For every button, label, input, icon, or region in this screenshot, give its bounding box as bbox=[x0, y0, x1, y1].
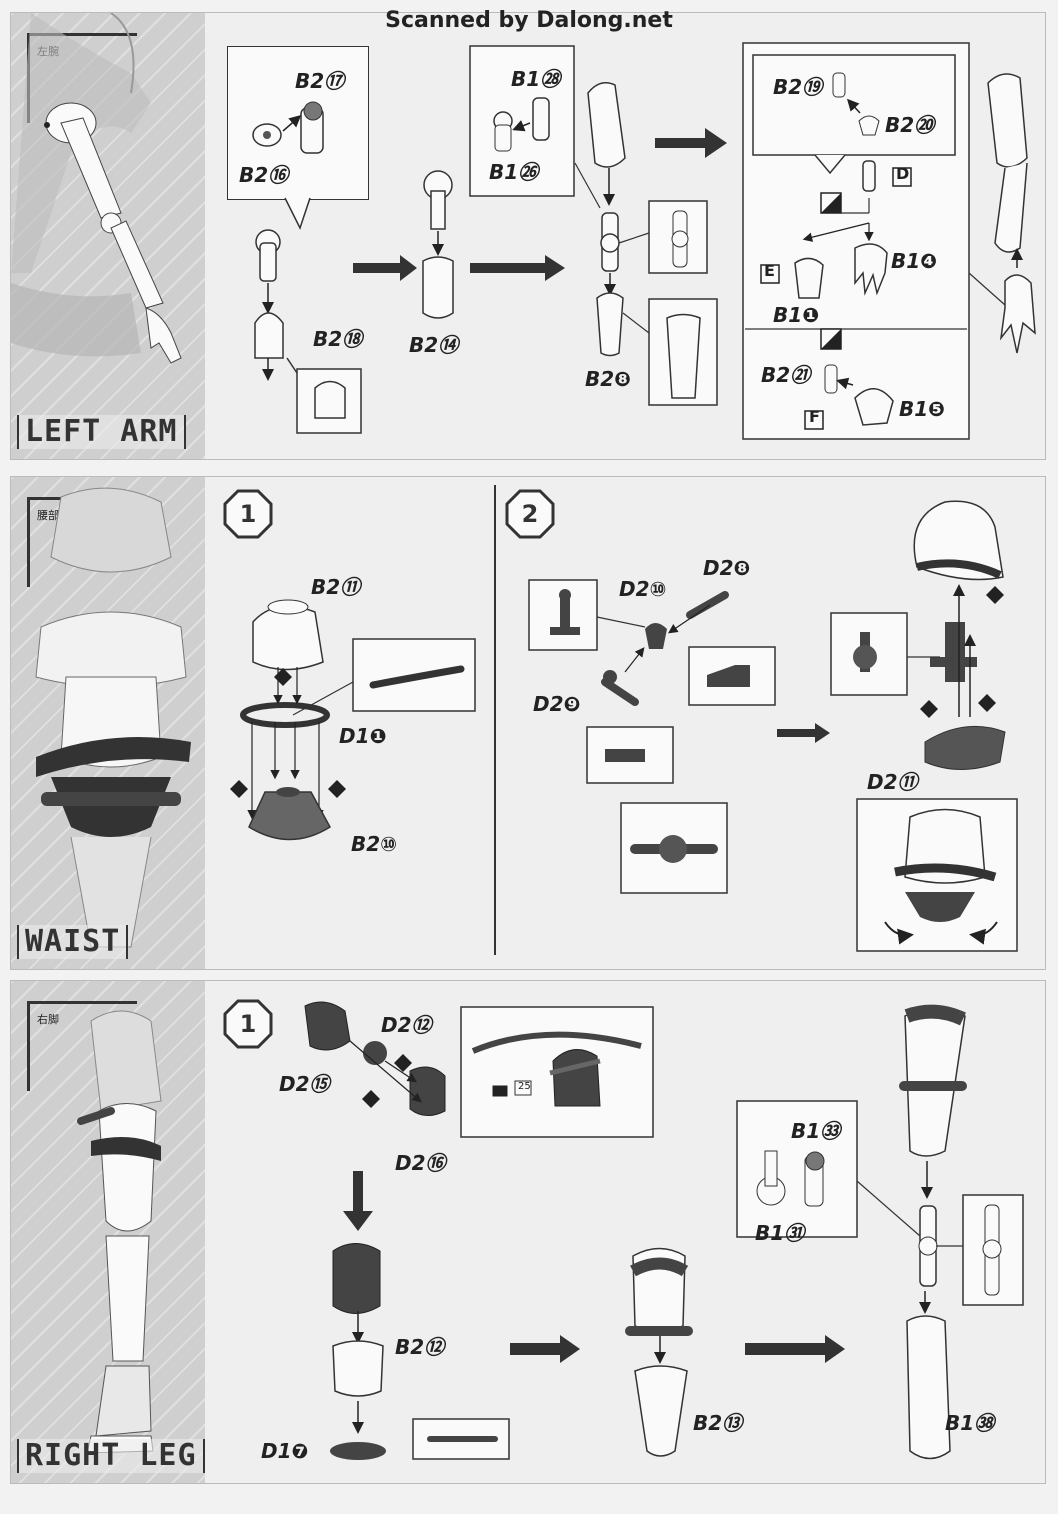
left-arm-diagram bbox=[252, 42, 1036, 440]
part-label-b1-4: B1❹ bbox=[891, 249, 938, 273]
part-label-b1-1: B1❶ bbox=[773, 303, 820, 327]
scanner-watermark: Scanned by Dalong.net bbox=[385, 8, 673, 33]
part-label-b2-13: B2⑬ bbox=[693, 1411, 743, 1435]
waist-step-1-badge: 1 bbox=[223, 489, 273, 539]
right-leg-jp-label: 右脚 bbox=[37, 1013, 59, 1026]
waist-step-divider bbox=[494, 485, 496, 955]
waist-jp-label: 腰部 bbox=[37, 509, 59, 522]
left-arm-instructions: B2⑰ B2⑯ B2⑱ B2⑭ B1㉘ B1㉖ B2❽ B2⑲ B2⑳ D B1… bbox=[205, 13, 1045, 459]
part-label-b1-28: B1㉘ bbox=[511, 67, 561, 91]
part-label-d: D bbox=[896, 164, 910, 183]
part-label-b2-19: B2⑲ bbox=[773, 75, 823, 99]
part-label-d2-16: D2⑯ bbox=[395, 1151, 446, 1175]
part-label-b2-20: B2⑳ bbox=[885, 113, 935, 137]
part-label-b1-31: B1㉛ bbox=[755, 1221, 805, 1245]
part-label-d2-8: D2❽ bbox=[703, 556, 751, 580]
part-label-f: F bbox=[809, 407, 820, 426]
part-label-b2-18: B2⑱ bbox=[313, 327, 363, 351]
part-label-d1-1: D1❶ bbox=[339, 724, 387, 748]
part-label-b2-16: B2⑯ bbox=[239, 163, 289, 187]
waist-step-2-badge: 2 bbox=[505, 489, 555, 539]
part-label-e: E bbox=[764, 261, 775, 280]
waist-diagram bbox=[230, 500, 1018, 952]
waist-reference-illustration bbox=[35, 487, 191, 948]
part-label-b2-21: B2㉑ bbox=[761, 363, 811, 387]
waist-section: 腰部 WAIST 1 2 bbox=[10, 476, 1046, 970]
part-label-d2-12: D2⑫ bbox=[381, 1013, 432, 1037]
part-label-b1-26: B1㉖ bbox=[489, 160, 539, 184]
part-label-d2-15: D2⑮ bbox=[279, 1072, 330, 1096]
part-label-d1-7: D1❼ bbox=[261, 1439, 309, 1463]
waist-instructions: 1 2 bbox=[205, 477, 1045, 969]
part-label-b2-14: B2⑭ bbox=[409, 333, 459, 357]
part-label-d2-9: D2❾ bbox=[533, 692, 581, 716]
right-leg-instructions: 1 bbox=[205, 981, 1045, 1483]
part-label-d2-10: D2⑩ bbox=[619, 577, 667, 601]
part-label-b1-33: B1㉝ bbox=[791, 1119, 841, 1143]
part-label-b2-8: B2❽ bbox=[585, 367, 632, 391]
left-arm-title: LEFT ARM bbox=[17, 415, 186, 449]
part-label-b1-5: B1❺ bbox=[899, 397, 946, 421]
part-label-b2-12: B2⑫ bbox=[395, 1335, 445, 1359]
right-leg-diagram bbox=[304, 1001, 1024, 1460]
left-arm-reference-illustration bbox=[11, 13, 182, 364]
right-leg-reference-illustration bbox=[77, 1010, 162, 1454]
left-arm-reference-panel: 左腕 LEFT ARM bbox=[11, 13, 205, 459]
part-label-b2-10: B2⑩ bbox=[351, 832, 398, 856]
waist-title: WAIST bbox=[17, 925, 129, 959]
right-leg-section: 右脚 RIGHT LEG 1 bbox=[10, 980, 1046, 1484]
right-leg-step-1-badge: 1 bbox=[223, 999, 273, 1049]
waist-reference-panel: 腰部 WAIST bbox=[11, 477, 205, 969]
part-label-b2-11: B2⑪ bbox=[311, 575, 361, 599]
left-arm-section: 左腕 LEFT ARM bbox=[10, 12, 1046, 460]
part-label-b2-17: B2⑰ bbox=[295, 69, 345, 93]
part-label-b1-38: B1㊳ bbox=[945, 1411, 995, 1435]
right-leg-title: RIGHT LEG bbox=[17, 1439, 205, 1473]
right-leg-reference-panel: 右脚 RIGHT LEG bbox=[11, 981, 205, 1483]
part-label-d2-11: D2⑪ bbox=[867, 770, 918, 794]
sticker-number-label: 25 bbox=[518, 1081, 531, 1092]
